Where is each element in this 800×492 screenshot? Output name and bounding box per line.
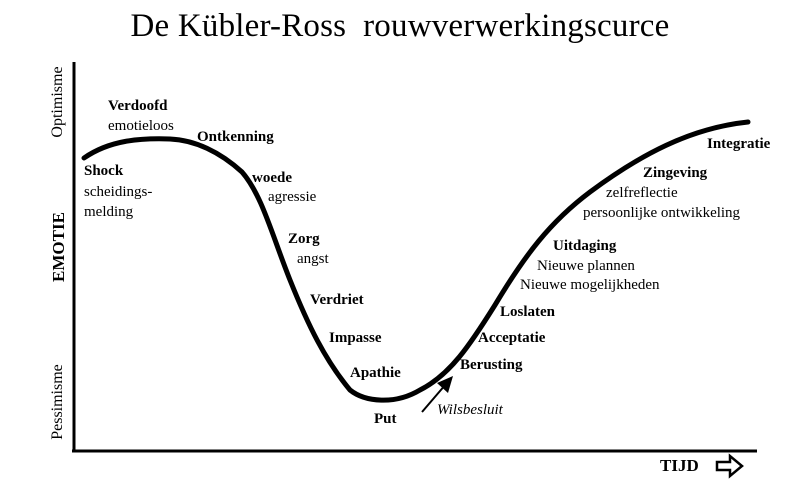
- stage-woede-sub: agressie: [268, 189, 317, 205]
- diagram-title: De Kübler-Ross rouwverwerkingscurce: [130, 8, 670, 44]
- stage-apathie-title: Apathie: [350, 365, 401, 381]
- stage-zingeving-line1: zelfreflectie: [606, 185, 678, 201]
- stage-ontkenning-title: Ontkenning: [197, 129, 274, 145]
- y-axis-middle-label: EMOTIE: [49, 212, 68, 282]
- x-axis-label: TIJD: [660, 456, 699, 475]
- stage-zorg-sub: angst: [297, 251, 329, 267]
- stage-verdoofd-title: Verdoofd: [108, 98, 168, 114]
- emotion-curve: [81, 119, 751, 403]
- stage-put-title: Put: [374, 411, 397, 427]
- stage-acceptatie-title: Acceptatie: [478, 330, 546, 346]
- stage-zingeving-title: Zingeving: [643, 165, 708, 181]
- wilsbesluit-label: Wilsbesluit: [437, 402, 503, 418]
- stage-verdoofd-sub: emotieloos: [108, 118, 174, 134]
- stage-integratie-title: Integratie: [707, 136, 771, 152]
- stage-zorg-title: Zorg: [288, 231, 320, 247]
- stage-loslaten-title: Loslaten: [500, 304, 556, 320]
- stage-shock-title: Shock: [84, 163, 124, 179]
- stage-impasse-title: Impasse: [329, 330, 382, 346]
- y-axis-bottom-label: Pessimisme: [49, 364, 66, 440]
- wilsbesluit-arrow-head: [437, 376, 453, 393]
- stage-uitdaging-line2: Nieuwe mogelijkheden: [520, 277, 660, 293]
- stage-woede-title: woede: [252, 170, 292, 186]
- stage-uitdaging-line1: Nieuwe plannen: [537, 258, 635, 274]
- stage-berusting-title: Berusting: [460, 357, 523, 373]
- stage-shock-line1: scheidings-: [84, 184, 153, 200]
- arrow-right-outline-icon: [715, 453, 744, 479]
- stage-verdriet-title: Verdriet: [310, 292, 364, 308]
- y-axis-top-label: Optimisme: [49, 66, 66, 138]
- wilsbesluit-arrow-shaft: [421, 383, 447, 413]
- stage-zingeving-line2: persoonlijke ontwikkeling: [583, 205, 741, 221]
- stage-shock-line2: melding: [84, 204, 134, 220]
- stage-uitdaging-title: Uitdaging: [553, 238, 617, 254]
